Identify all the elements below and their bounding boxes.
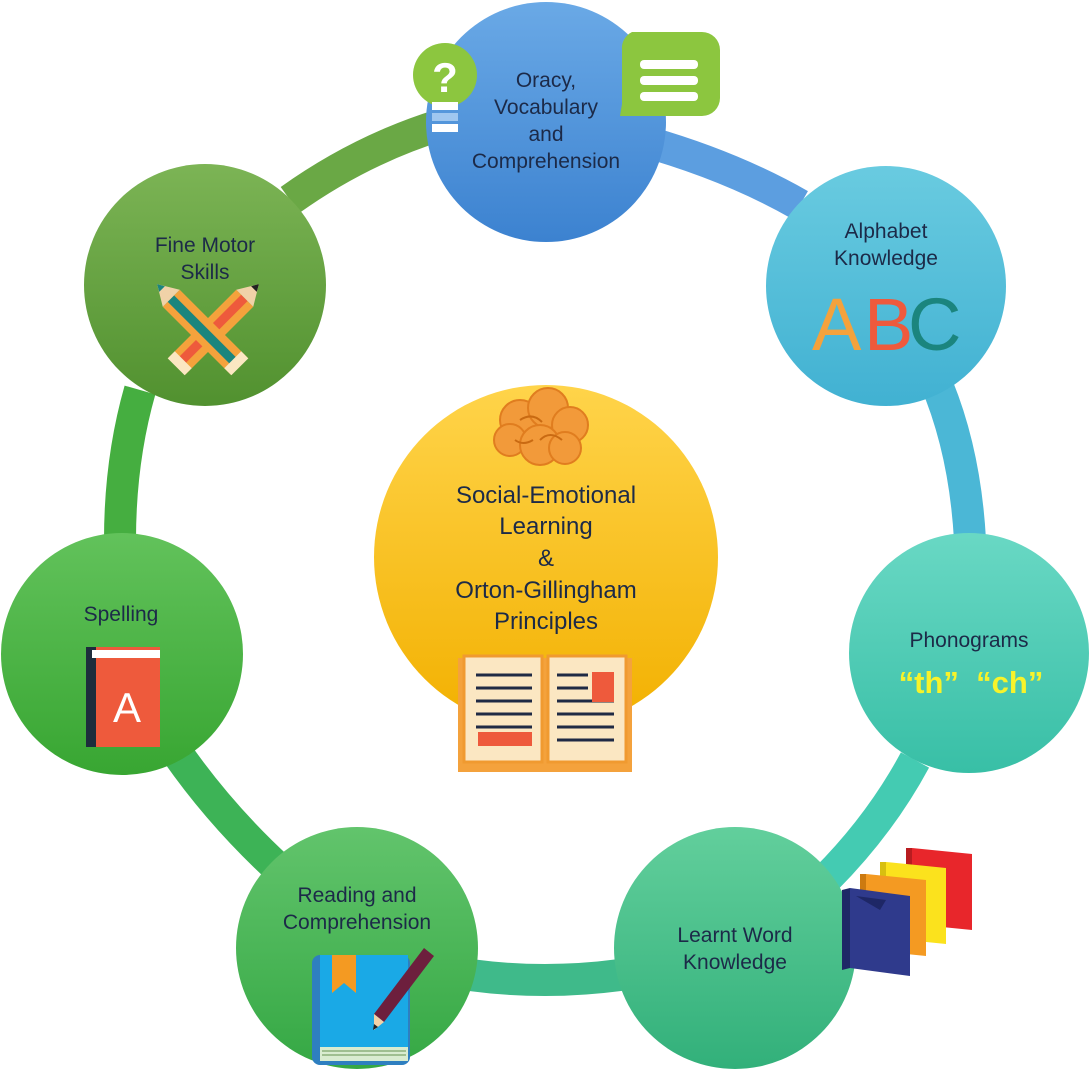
- book-pencil-icon: [312, 948, 434, 1065]
- ring-segment-phonograms-learnt: [813, 752, 930, 892]
- oracy-line-2: Vocabulary: [494, 96, 598, 119]
- center-line-1: Social-Emotional: [456, 482, 636, 509]
- oracy-circle: [426, 2, 666, 242]
- center-circle: [374, 385, 718, 729]
- brain-icon: [493, 387, 589, 466]
- center-node: Social-Emotional Learning & Orton-Gillin…: [374, 385, 718, 772]
- reading-line-2: Comprehension: [283, 911, 431, 934]
- spelling-book-icon: A: [86, 647, 160, 747]
- phonograms-examples: “th” “ch”: [899, 665, 1044, 700]
- alphabet-node: Alphabet Knowledge A B C: [766, 166, 1006, 406]
- phonograms-node: Phonograms “th” “ch”: [849, 533, 1089, 773]
- ring-segment-learnt-reading: [467, 959, 623, 996]
- phonograms-label: Phonograms: [909, 629, 1028, 652]
- spelling-label: Spelling: [84, 603, 159, 626]
- oracy-line-1: Oracy,: [516, 69, 576, 92]
- alphabet-line-2: Knowledge: [834, 247, 938, 270]
- ring-segment-alphabet-phonograms: [920, 373, 986, 541]
- phonograms-circle: [849, 533, 1089, 773]
- ring-segment-spelling-fine: [104, 385, 156, 541]
- alphabet-letter-b: B: [864, 283, 913, 366]
- reading-line-1: Reading and: [297, 884, 416, 907]
- fine-motor-node: Fine Motor Skills: [84, 164, 326, 406]
- open-book-icon: [458, 654, 632, 772]
- ring-segment-reading-spelling: [161, 740, 291, 882]
- oracy-line-3: and: [528, 123, 563, 146]
- oracy-line-4: Comprehension: [472, 150, 620, 173]
- center-line-2: Learning: [499, 513, 592, 540]
- learnt-line-2: Knowledge: [683, 951, 787, 974]
- fine-motor-line-1: Fine Motor: [155, 234, 255, 257]
- center-line-4: Orton-Gillingham: [455, 577, 636, 604]
- reading-circle: [236, 827, 478, 1069]
- center-line-3: &: [538, 545, 554, 572]
- ring-segment-oracy-alphabet: [635, 124, 808, 219]
- alphabet-circle: [766, 166, 1006, 406]
- learnt-circle: [614, 827, 856, 1069]
- svg-text:?: ?: [432, 54, 458, 101]
- learnt-node: Learnt Word Knowledge: [614, 827, 972, 1069]
- crossed-pencils-icon: [157, 284, 259, 376]
- reading-node: Reading and Comprehension: [236, 827, 478, 1069]
- speech-bubble-icon: [620, 32, 720, 116]
- alphabet-letter-a: A: [812, 283, 862, 366]
- book-stack-icon: [842, 848, 972, 976]
- center-line-5: Principles: [494, 608, 598, 635]
- fine-motor-line-2: Skills: [180, 261, 229, 284]
- fine-motor-circle: [84, 164, 326, 406]
- alphabet-letter-c: C: [908, 283, 961, 366]
- learnt-line-1: Learnt Word: [677, 924, 792, 947]
- cycle-ring: [104, 109, 986, 996]
- spelling-node: Spelling A: [1, 533, 243, 775]
- oracy-node: Oracy, Vocabulary and Comprehension ?: [413, 2, 720, 242]
- ring-segment-fine-oracy: [280, 109, 445, 214]
- spelling-book-letter: A: [113, 684, 141, 731]
- alphabet-line-1: Alphabet: [845, 220, 928, 243]
- question-lightbulb-icon: ?: [413, 43, 477, 132]
